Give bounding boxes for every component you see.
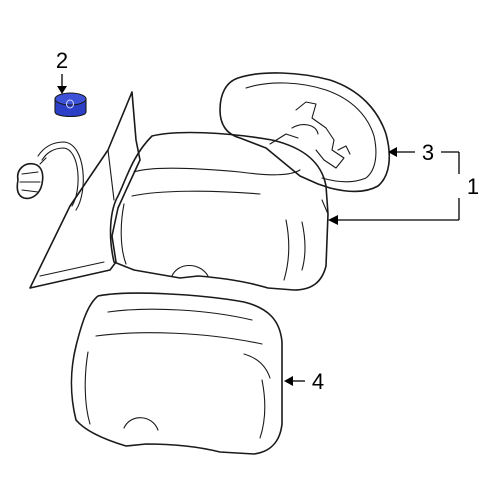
callout-label-1: 1	[467, 174, 479, 199]
callout-1: 1	[328, 152, 479, 225]
plug-icon	[54, 92, 87, 118]
callout-2: 2	[56, 48, 68, 94]
mirror-cover	[70, 292, 283, 455]
mirror-housing	[109, 131, 329, 291]
callout-label-3: 3	[422, 140, 434, 165]
mirror-base-with-connector	[16, 91, 141, 289]
callout-label-2: 2	[56, 48, 68, 73]
callout-4: 4	[284, 369, 324, 394]
callout-label-4: 4	[312, 369, 324, 394]
callout-3: 3	[388, 140, 459, 165]
mirror-glass	[219, 72, 391, 193]
